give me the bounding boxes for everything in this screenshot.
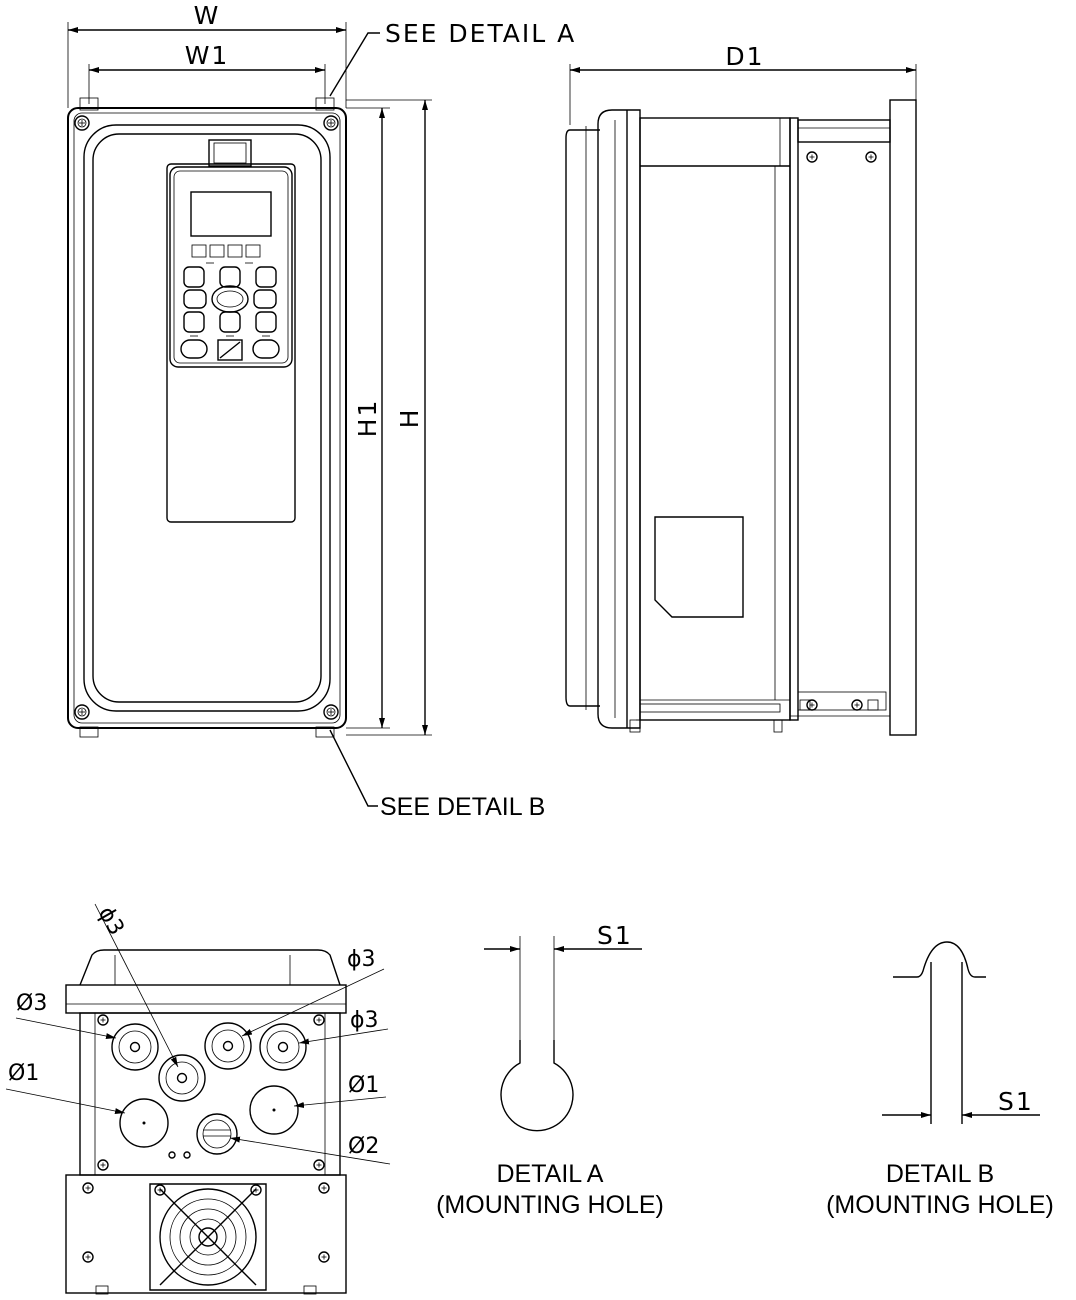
screw-icon — [318, 1182, 330, 1194]
bottom-view: ϕ3 ϕ3 Ø3 ϕ3 Ø1 Ø1 Ø2 — [5, 903, 391, 1295]
slot-profile — [893, 941, 986, 978]
detail-a-s1-label: S1 — [597, 921, 633, 950]
detail-b-s1-label: S1 — [998, 1087, 1034, 1116]
cable-entry-hole — [259, 1023, 307, 1071]
dia1-right-label: Ø1 — [348, 1073, 379, 1098]
cable-entry-hole — [111, 1023, 159, 1071]
w1-dimension: W1 — [88, 41, 326, 104]
front-enclosure-outline — [67, 107, 347, 729]
detail-b-title: DETAIL B — [886, 1160, 994, 1188]
keyhole-slot — [500, 1040, 574, 1132]
corner-screw-icon — [323, 704, 339, 720]
hole-callouts: ϕ3 ϕ3 Ø3 ϕ3 Ø1 Ø1 Ø2 — [5, 903, 391, 1165]
screw-icon — [313, 1159, 325, 1171]
cable-entry-hole — [204, 1022, 252, 1070]
detail-a-view: S1 DETAIL A (MOUNTING HOLE) — [436, 921, 664, 1219]
dia1-left-label: Ø1 — [8, 1061, 39, 1086]
knockout-hole — [119, 1098, 169, 1148]
screw-icon — [851, 699, 863, 711]
detail-a-subtitle: (MOUNTING HOLE) — [436, 1191, 664, 1219]
lcd-display — [190, 191, 272, 237]
front-cover-frame — [83, 124, 331, 712]
see-detail-b-label: SEE DETAIL B — [380, 793, 545, 821]
w1-label: W1 — [185, 41, 230, 70]
side-mounting-plate — [889, 99, 917, 736]
w-dimension: W — [67, 1, 347, 108]
screw-icon — [97, 1159, 109, 1171]
detail-a-title: DETAIL A — [497, 1160, 604, 1188]
dia3-left-label: Ø3 — [16, 991, 47, 1016]
h-dimension: H — [346, 99, 432, 736]
keypad-panel — [166, 139, 296, 523]
screw-icon — [806, 151, 818, 163]
bottom-gland-plate — [79, 1012, 341, 1176]
side-body-outline — [639, 117, 791, 721]
detail-b-view: S1 DETAIL B (MOUNTING HOLE) — [826, 941, 1054, 1219]
w-label: W — [194, 1, 221, 30]
gland-hole — [196, 1113, 238, 1155]
see-detail-a-label: SEE DETAIL A — [385, 19, 576, 48]
phi3-label: ϕ3 — [347, 947, 376, 972]
fan-icon — [149, 1183, 267, 1291]
bottom-fan-housing — [65, 1174, 347, 1294]
knockout-hole — [249, 1085, 299, 1135]
dia2-label: Ø2 — [348, 1134, 379, 1159]
screw-icon — [318, 1251, 330, 1263]
screw-icon — [313, 1014, 325, 1026]
screw-icon — [82, 1251, 94, 1263]
phi3-right-label: ϕ3 — [350, 1008, 379, 1033]
corner-screw-icon — [74, 115, 90, 131]
screw-icon — [806, 699, 818, 711]
cable-entry-hole — [158, 1054, 206, 1102]
h1-label: H1 — [353, 399, 382, 438]
corner-screw-icon — [74, 704, 90, 720]
h-label: H — [395, 408, 424, 429]
screw-icon — [97, 1014, 109, 1026]
screw-icon — [865, 151, 877, 163]
h1-dimension: H1 — [346, 107, 390, 729]
detail-b-callout: SEE DETAIL B — [329, 729, 545, 821]
detail-b-subtitle: (MOUNTING HOLE) — [826, 1191, 1054, 1219]
corner-screw-icon — [323, 115, 339, 131]
d1-dimension: D1 — [569, 42, 917, 125]
d1-label: D1 — [725, 42, 764, 71]
detail-a-callout: SEE DETAIL A — [329, 19, 576, 97]
front-view: W W1 SEE DETAIL A H1 H — [67, 1, 576, 738]
side-view: D1 — [565, 42, 917, 736]
screw-icon — [82, 1182, 94, 1194]
side-label-plate — [654, 516, 744, 618]
